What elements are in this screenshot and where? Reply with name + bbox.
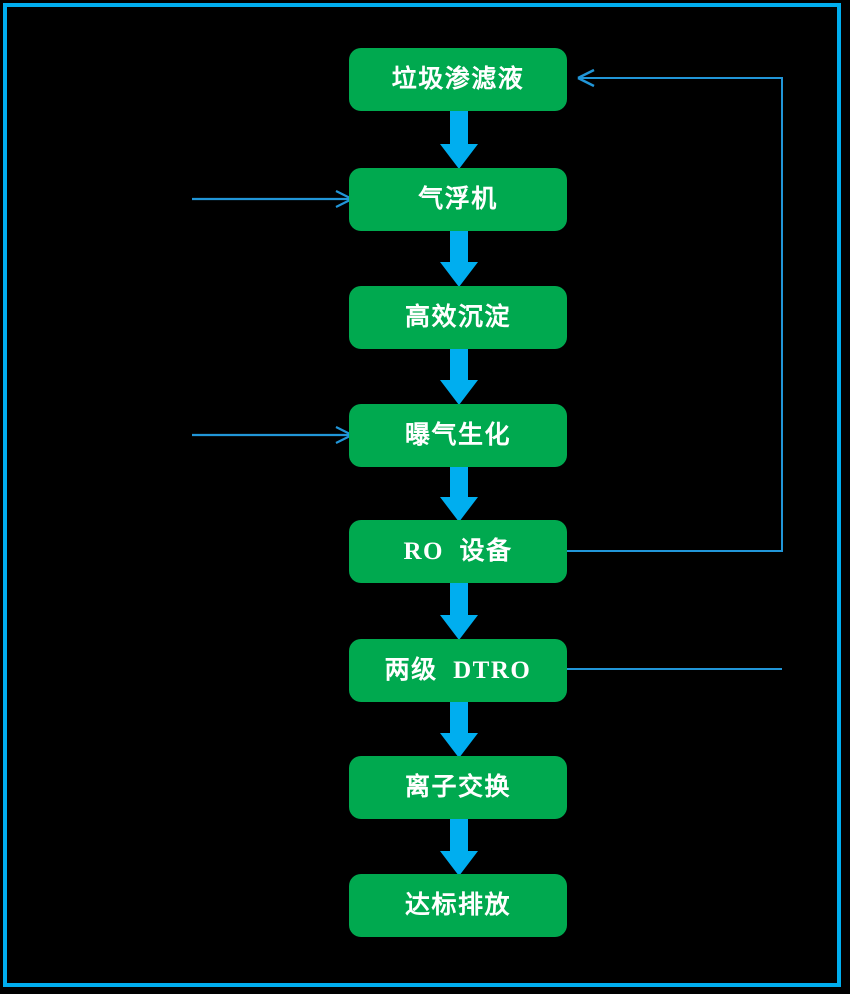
flow-arrow-2-3: [440, 229, 478, 287]
return-arrowhead-icon: [577, 68, 595, 88]
node-label: 两级 DTRO: [384, 657, 532, 684]
node-label: 达标排放: [404, 892, 511, 919]
node-label: 垃圾渗滤液: [391, 66, 525, 93]
return-line-ro: [567, 77, 783, 552]
flow-arrow-7-8: [440, 818, 478, 876]
flow-arrow-4-5: [440, 464, 478, 522]
node-label: 曝气生化: [404, 422, 511, 449]
node-ion-exchange[interactable]: 离子交换: [349, 756, 567, 819]
input-arrow-qifuji: [192, 190, 353, 208]
node-label: 气浮机: [418, 186, 498, 213]
node-label: 离子交换: [404, 774, 511, 801]
flow-arrow-5-6: [440, 582, 478, 640]
node-label: RO 设备: [403, 538, 513, 565]
node-leachate[interactable]: 垃圾渗滤液: [349, 48, 567, 111]
node-ro-equipment[interactable]: RO 设备: [349, 520, 567, 583]
node-aeration-biochemical[interactable]: 曝气生化: [349, 404, 567, 467]
frame-border: [3, 3, 841, 987]
flow-arrow-1-2: [440, 111, 478, 169]
node-air-flotation[interactable]: 气浮机: [349, 168, 567, 231]
flow-arrow-6-7: [440, 700, 478, 758]
input-arrow-baoqi: [192, 426, 353, 444]
node-high-efficiency-sedimentation[interactable]: 高效沉淀: [349, 286, 567, 349]
node-two-stage-dtro[interactable]: 两级 DTRO: [349, 639, 567, 702]
node-label: 高效沉淀: [404, 304, 511, 331]
node-compliant-discharge[interactable]: 达标排放: [349, 874, 567, 937]
flow-arrow-3-4: [440, 347, 478, 405]
